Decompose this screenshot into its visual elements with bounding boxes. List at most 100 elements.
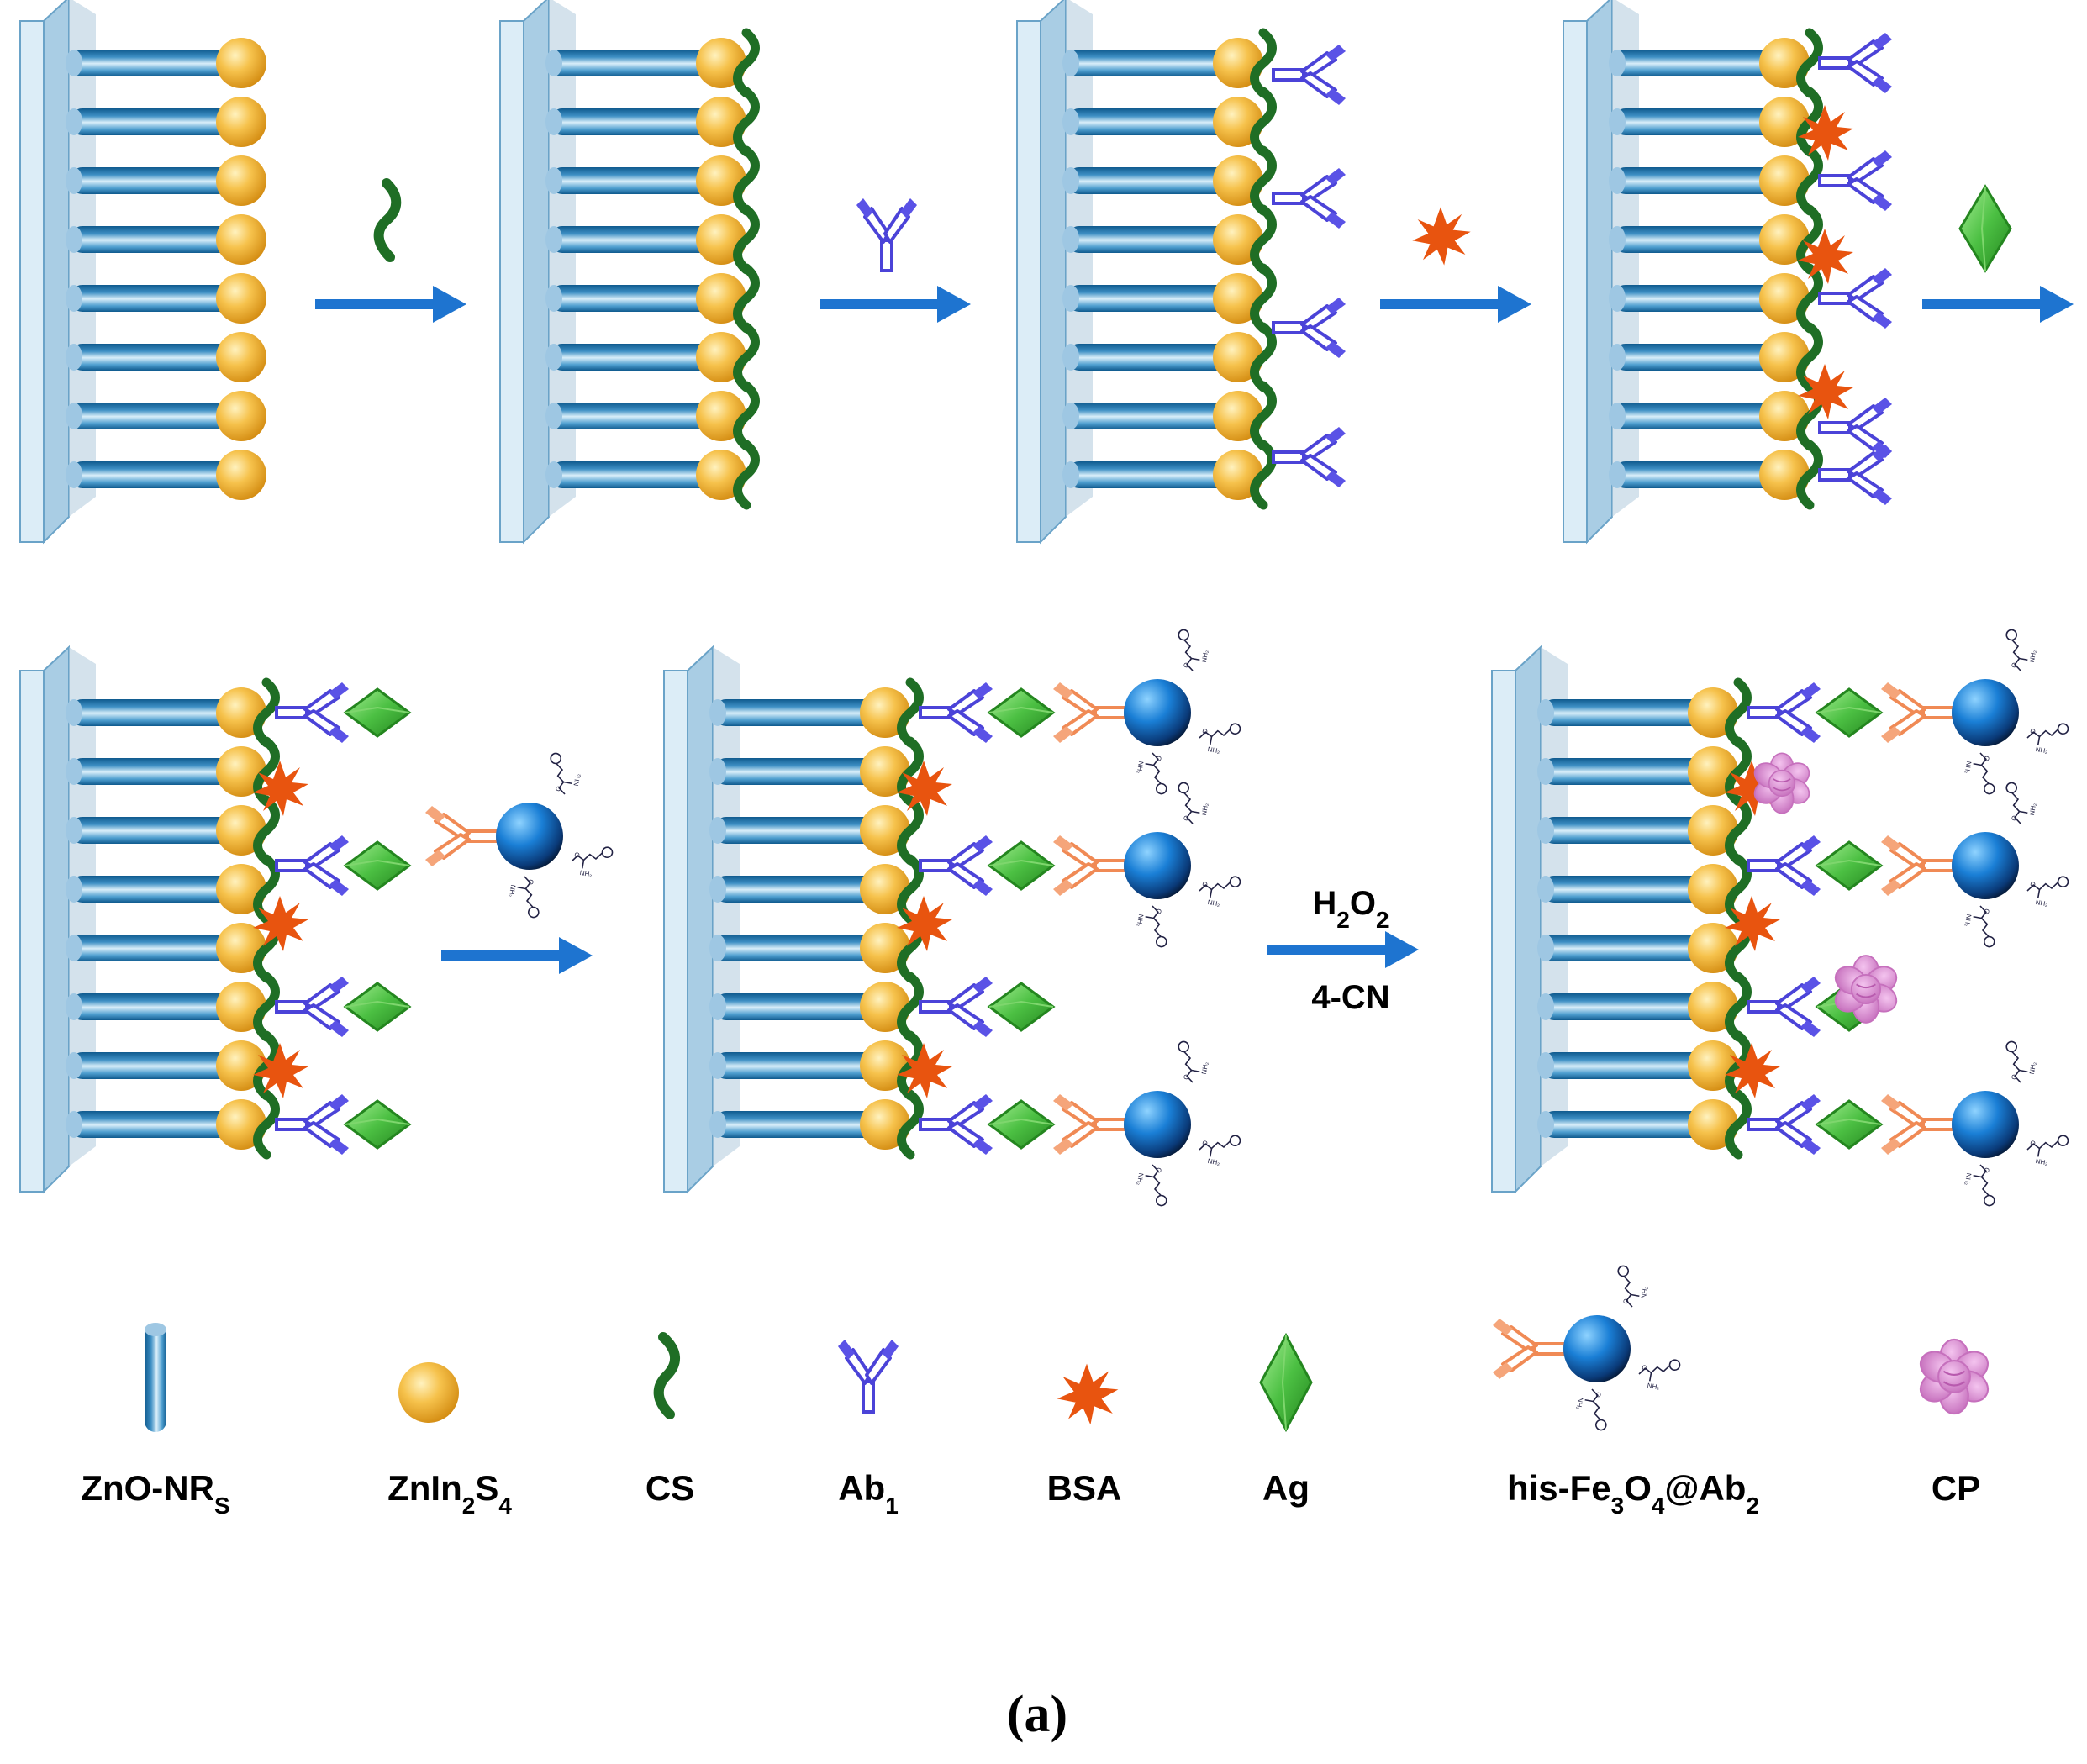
electrode-side — [1515, 645, 1542, 1194]
chitosan-segment — [1801, 33, 1819, 93]
antigen — [988, 982, 1055, 1032]
znonr-rod — [66, 1052, 237, 1079]
electrode-side — [1586, 0, 1613, 545]
znonr-rod — [66, 758, 237, 785]
legend-label-cs: CS — [646, 1468, 694, 1508]
antigen — [988, 1099, 1055, 1150]
electrode-icon — [19, 20, 45, 543]
chitosan-segment — [258, 800, 276, 861]
ab1-antibody — [1818, 266, 1894, 330]
chitosan-segment — [902, 1094, 920, 1155]
znonr-rod — [1609, 108, 1780, 135]
znonr-rod — [545, 285, 717, 312]
ab1-antibody — [919, 834, 994, 898]
electrode-side — [1040, 0, 1067, 545]
electrode-icon — [1016, 20, 1041, 543]
chitosan-segment — [1801, 150, 1819, 211]
znonr-rod — [709, 699, 881, 726]
chitosan-segment — [738, 327, 756, 387]
antigen — [344, 982, 411, 1032]
znonr-rod — [1609, 461, 1780, 488]
znin2s4-particle — [216, 391, 266, 441]
legend-label-ag: Ag — [1262, 1468, 1310, 1508]
ab1-antibody — [1747, 834, 1822, 898]
his-fe3o4-ab2-conjugate — [1053, 782, 1241, 948]
chitosan-reagent-icon — [373, 178, 402, 262]
his-fe3o4-ab2-conjugate — [1053, 629, 1241, 795]
chitosan-segment — [1730, 682, 1747, 743]
reaction-steps — [315, 178, 2074, 974]
electrode-icon — [1563, 20, 1588, 543]
znonr-rod — [1062, 461, 1234, 488]
his-fe3o4-ab2-conjugate — [1881, 1041, 2069, 1207]
znonr-rod — [709, 1111, 881, 1138]
znonr-rod — [1609, 167, 1780, 194]
znonr-rod — [1537, 699, 1709, 726]
electrode-side — [687, 645, 714, 1194]
znin2s4-particle — [216, 155, 266, 206]
znonr-rod — [1062, 167, 1234, 194]
znonr-rod — [1537, 876, 1709, 903]
cp-icon — [1914, 1338, 1995, 1415]
znonr-rod — [1537, 993, 1709, 1020]
znonr-rod — [66, 817, 237, 844]
arrow-icon — [1380, 286, 1531, 323]
electrode-icon — [19, 670, 45, 1193]
step-arrow-1 — [315, 178, 466, 323]
step-arrow-6 — [1267, 931, 1419, 968]
legend: ZnO-NRS ZnIn2S4 CS Ab1 BSA Ag his-Fe3O4@… — [81, 1266, 1995, 1519]
electrode-panel-3 — [1016, 0, 1263, 545]
legend-label-ab1: Ab1 — [838, 1468, 899, 1519]
ab1-antibody — [1818, 149, 1894, 213]
chitosan-segment — [1255, 209, 1273, 270]
chitosan-segment — [1801, 327, 1819, 387]
electrode-side — [43, 645, 70, 1194]
znonr-rod — [709, 993, 881, 1020]
ab1-antibody — [275, 975, 350, 1039]
znonr-rod — [1609, 344, 1780, 371]
znonr-rod — [545, 403, 717, 429]
step-arrow-3 — [1380, 207, 1531, 323]
chitosan-segment — [738, 209, 756, 270]
conjugate-layer — [897, 629, 1241, 1207]
his-fe3o4-ab2-conjugate — [1053, 1041, 1241, 1207]
bsa-reagent-icon — [1412, 207, 1471, 266]
znonr-rod — [545, 108, 717, 135]
electrode-panel-2 — [499, 0, 746, 545]
step-arrow-5 — [425, 753, 613, 974]
znonr-rod — [66, 108, 237, 135]
ab1-antibody — [1272, 425, 1347, 489]
chitosan-segment — [258, 977, 276, 1037]
antigen — [988, 687, 1055, 738]
antigen — [1816, 840, 1883, 891]
znin2s4-icon — [398, 1362, 459, 1423]
znonr-rod — [1062, 285, 1234, 312]
ab1-antibody — [1747, 975, 1822, 1039]
ab1-antibody — [1818, 443, 1894, 507]
antigen — [1816, 1099, 1883, 1150]
znonr-rod — [709, 935, 881, 961]
chitosan-segment — [902, 800, 920, 861]
antigen — [344, 840, 411, 891]
znin2s4-particle — [216, 332, 266, 382]
ab1-antibody — [919, 1093, 994, 1156]
legend-label-his-fe3o4-ab2: his-Fe3O4@Ab2 — [1507, 1468, 1759, 1519]
ab1-antibody — [1747, 1093, 1822, 1156]
chitosan-segment — [1730, 977, 1747, 1037]
chitosan-segment — [902, 977, 920, 1037]
znonr-rod — [1609, 226, 1780, 253]
znonr-rod — [1609, 50, 1780, 76]
antigen — [1816, 687, 1883, 738]
znonr-rod — [545, 167, 717, 194]
antigen-reagent-icon — [1958, 184, 2012, 273]
electrode-icon — [663, 670, 688, 1193]
ab1-antibody — [1272, 166, 1347, 230]
znonr-rod — [709, 758, 881, 785]
chitosan-segment — [1255, 268, 1273, 329]
znonr-rod — [545, 461, 717, 488]
znonr-rod — [1609, 285, 1780, 312]
chitosan-segment — [1255, 386, 1273, 446]
electrode-icon — [1491, 670, 1516, 1193]
chitosan-segment — [738, 150, 756, 211]
electrode-side — [523, 0, 550, 545]
